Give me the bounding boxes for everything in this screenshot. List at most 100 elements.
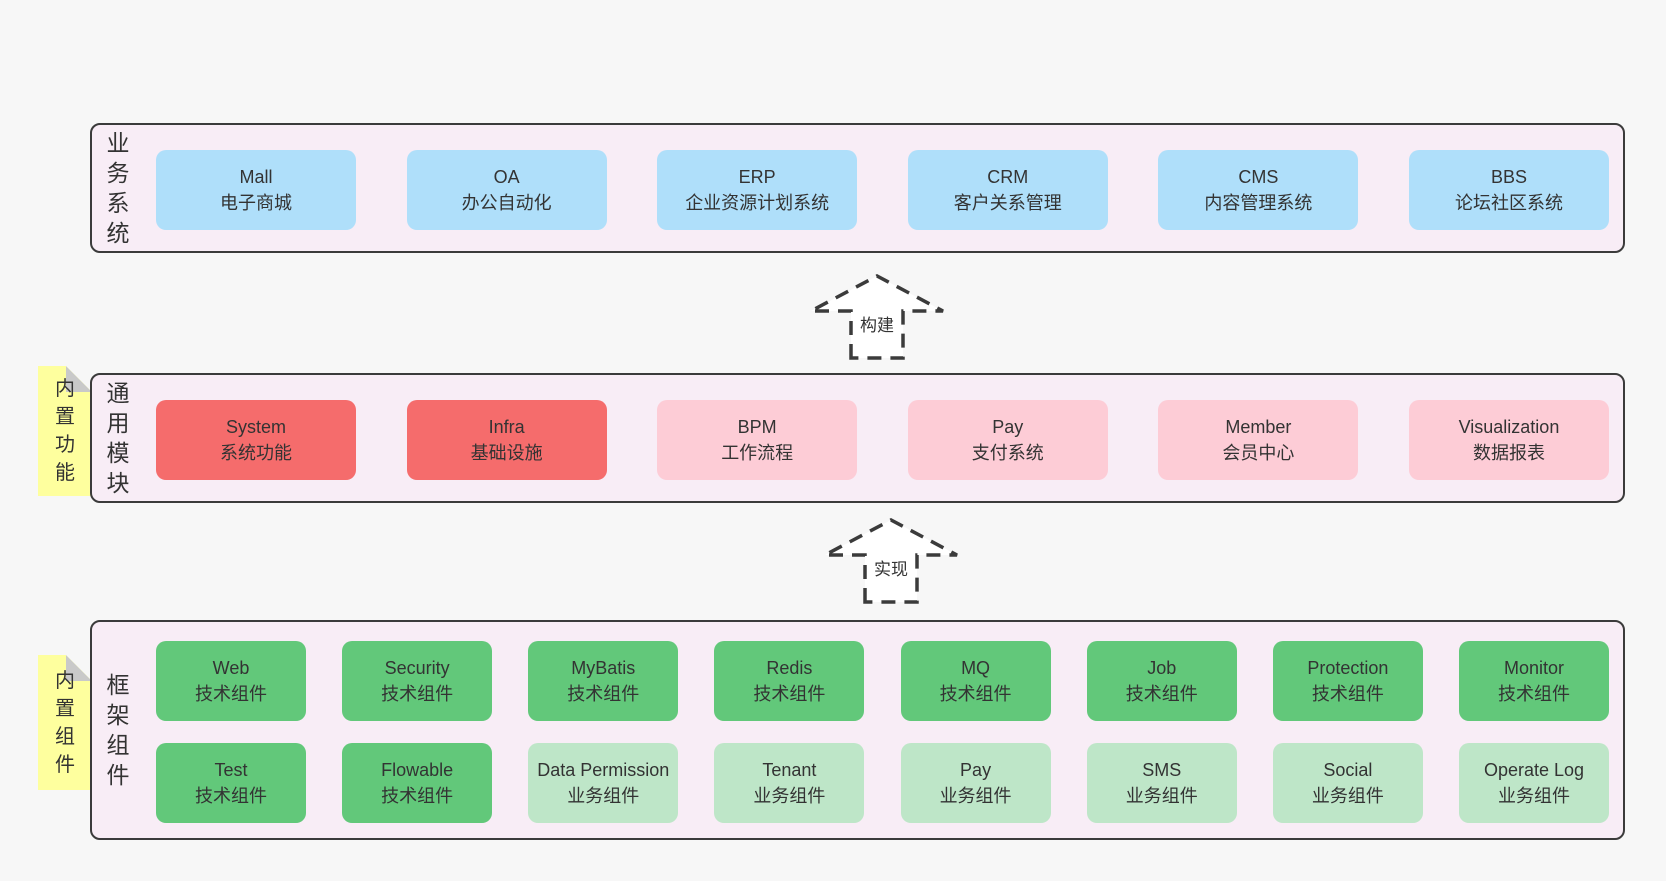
box-title: CRM — [987, 167, 1029, 187]
box-title: Data Permission — [537, 760, 670, 780]
common-modules-row: System 系统功能 Infra 基础设施 BPM 工作流程 Pay 支付系统… — [156, 400, 1609, 480]
box-protection: Protection 技术组件 — [1272, 641, 1423, 721]
box-title: ERP — [738, 167, 776, 187]
box-security: Security 技术组件 — [342, 641, 493, 721]
arrow-build-label: 构建 — [857, 315, 897, 337]
box-sms: SMS 业务组件 — [1086, 743, 1237, 823]
box-subtitle: 技术组件 — [939, 684, 1012, 704]
box-subtitle: 业务组件 — [567, 786, 640, 806]
box-cms: CMS 内容管理系统 — [1158, 150, 1359, 230]
panel-label-common-modules: 通用模块 — [106, 380, 130, 496]
box-data-permission: Data Permission 业务组件 — [528, 743, 679, 823]
box-subtitle: 内容管理系统 — [1204, 193, 1313, 213]
box-title: Infra — [488, 417, 525, 437]
box-subtitle: 技术组件 — [381, 786, 454, 806]
box-title: Redis — [766, 658, 813, 678]
business-systems-row: Mall 电子商城 OA 办公自动化 ERP 企业资源计划系统 CRM 客户关系… — [156, 150, 1609, 230]
box-redis: Redis 技术组件 — [714, 641, 865, 721]
box-mq: MQ 技术组件 — [900, 641, 1051, 721]
sticky-note-label: 内置功能 — [55, 378, 75, 484]
box-title: Job — [1147, 658, 1177, 678]
box-subtitle: 技术组件 — [753, 684, 826, 704]
box-infra: Infra 基础设施 — [406, 400, 607, 480]
box-subtitle: 业务组件 — [1497, 786, 1570, 806]
box-tenant: Tenant 业务组件 — [714, 743, 865, 823]
box-visualization: Visualization 数据报表 — [1408, 400, 1609, 480]
panel-framework-components: 框架组件 Web 技术组件 Security 技术组件 MyBatis 技术组件… — [90, 620, 1625, 840]
box-title: Member — [1225, 417, 1292, 437]
sticky-note-builtin-features: 内置功能 — [38, 366, 92, 496]
box-subtitle: 技术组件 — [195, 786, 267, 806]
box-system: System 系统功能 — [156, 400, 356, 480]
box-member: Member 会员中心 — [1158, 400, 1359, 480]
box-title: Tenant — [762, 760, 817, 780]
box-subtitle: 办公自动化 — [461, 193, 552, 213]
box-subtitle: 系统功能 — [220, 443, 292, 463]
sticky-note-builtin-components: 内置组件 — [38, 655, 92, 790]
box-title: Operate Log — [1483, 760, 1585, 780]
box-operate-log: Operate Log 业务组件 — [1458, 743, 1609, 823]
box-subtitle: 技术组件 — [1311, 684, 1384, 704]
box-subtitle: 电子商城 — [220, 193, 292, 213]
box-subtitle: 技术组件 — [381, 684, 454, 704]
box-subtitle: 基础设施 — [470, 443, 543, 463]
panel-common-modules: 通用模块 System 系统功能 Infra 基础设施 BPM 工作流程 Pay… — [90, 373, 1625, 503]
box-title: Pay — [992, 417, 1024, 437]
box-title: Security — [384, 658, 450, 678]
panel-label-business-systems: 业务系统 — [106, 130, 130, 246]
arrow-build: 构建 — [802, 272, 952, 362]
box-test: Test 技术组件 — [156, 743, 306, 823]
box-subtitle: 业务组件 — [1125, 786, 1198, 806]
box-subtitle: 业务组件 — [1311, 786, 1384, 806]
box-title: System — [225, 417, 286, 437]
box-subtitle: 论坛社区系统 — [1454, 193, 1563, 213]
sticky-note-label: 内置组件 — [55, 669, 75, 776]
box-title: CMS — [1238, 167, 1279, 187]
box-bpm: BPM 工作流程 — [657, 400, 858, 480]
framework-components-row-1: Web 技术组件 Security 技术组件 MyBatis 技术组件 Redi… — [156, 641, 1609, 721]
box-subtitle: 支付系统 — [971, 443, 1044, 463]
box-web: Web 技术组件 — [156, 641, 306, 721]
box-title: Monitor — [1503, 658, 1564, 678]
box-subtitle: 工作流程 — [721, 443, 794, 463]
panel-business-systems: 业务系统 Mall 电子商城 OA 办公自动化 ERP 企业资源计划系统 CRM… — [90, 123, 1625, 253]
box-oa: OA 办公自动化 — [406, 150, 607, 230]
box-crm: CRM 客户关系管理 — [907, 150, 1108, 230]
box-mybatis: MyBatis 技术组件 — [528, 641, 679, 721]
box-title: Test — [214, 760, 248, 780]
box-erp: ERP 企业资源计划系统 — [657, 150, 858, 230]
box-title: Social — [1323, 760, 1373, 780]
box-bbs: BBS 论坛社区系统 — [1408, 150, 1609, 230]
box-subtitle: 技术组件 — [195, 684, 267, 704]
box-title: BBS — [1490, 167, 1527, 187]
arrow-implement-label: 实现 — [871, 559, 911, 581]
box-title: Pay — [960, 760, 992, 780]
box-subtitle: 企业资源计划系统 — [685, 193, 830, 213]
box-title: Mall — [239, 167, 273, 187]
box-subtitle: 数据报表 — [1472, 443, 1545, 463]
box-subtitle: 业务组件 — [939, 786, 1012, 806]
arrow-implement: 实现 — [816, 516, 966, 606]
box-subtitle: 技术组件 — [567, 684, 640, 704]
box-subtitle: 业务组件 — [753, 786, 826, 806]
box-subtitle: 会员中心 — [1222, 443, 1295, 463]
box-job: Job 技术组件 — [1086, 641, 1237, 721]
box-title: MyBatis — [571, 658, 636, 678]
box-pay-system: Pay 支付系统 — [907, 400, 1108, 480]
box-title: OA — [493, 167, 520, 187]
box-title: Web — [212, 658, 250, 678]
box-subtitle: 技术组件 — [1497, 684, 1570, 704]
box-title: MQ — [961, 658, 991, 678]
panel-label-framework-components: 框架组件 — [106, 672, 130, 788]
box-social: Social 业务组件 — [1272, 743, 1423, 823]
box-flowable: Flowable 技术组件 — [342, 743, 493, 823]
box-title: SMS — [1142, 760, 1182, 780]
box-subtitle: 技术组件 — [1125, 684, 1198, 704]
box-mall: Mall 电子商城 — [156, 150, 356, 230]
box-title: Visualization — [1458, 417, 1560, 437]
box-monitor: Monitor 技术组件 — [1458, 641, 1609, 721]
box-title: Flowable — [381, 760, 454, 780]
box-title: BPM — [737, 417, 777, 437]
box-subtitle: 客户关系管理 — [953, 193, 1062, 213]
